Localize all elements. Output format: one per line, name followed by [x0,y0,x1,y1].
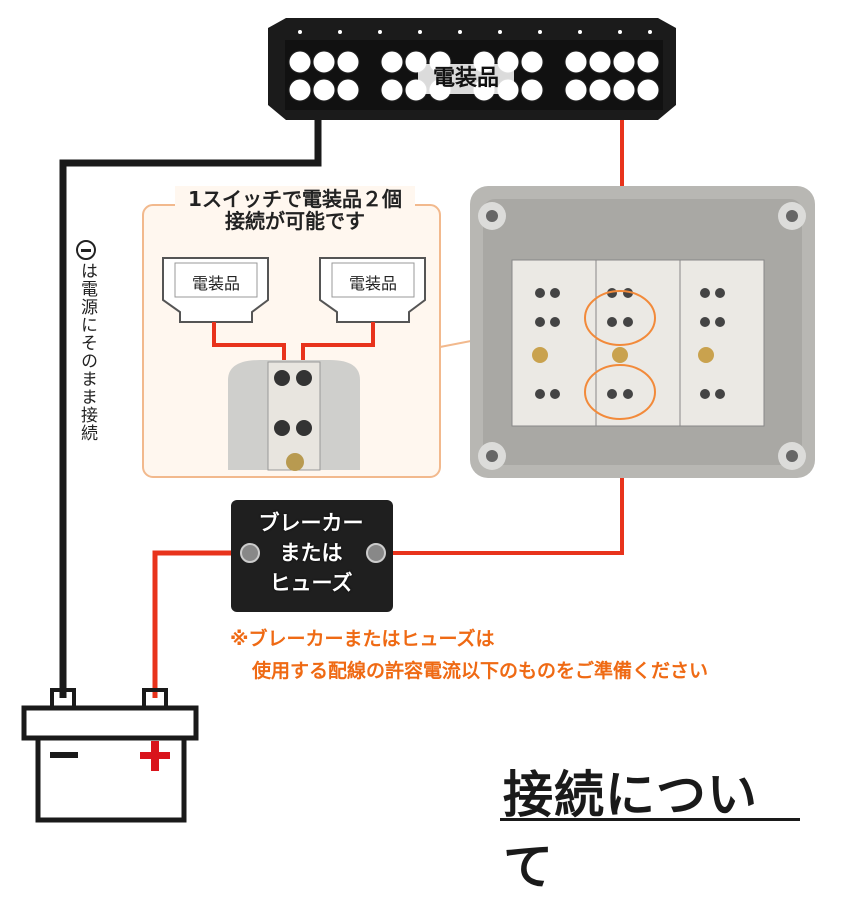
note-line1: ※ブレーカーまたはヒューズは [230,628,495,650]
breaker-label-line3: ヒューズ [269,571,353,595]
ground-note: は電源にそのまま接続 [77,262,97,442]
breaker-label-line1: ブレーカー [258,511,364,535]
lightbar-label: 電装品 [418,64,514,94]
title-underline [500,818,800,821]
minus-icon [76,240,96,260]
breaker-label-line2: または [279,541,343,565]
breaker-label: ブレーカー または ヒューズ [231,508,391,598]
switch-panel [470,186,815,478]
wiring-diagram [21,18,815,823]
black-wire [59,110,322,698]
callout-title-line1: 1スイッチで電装品２個 [188,187,402,211]
page-title: 接続について [503,766,758,896]
breaker [231,500,393,612]
device-right-label: 電装品 [348,274,397,293]
device-left [162,257,269,323]
note-line2: 使用する配線の許容電流以下のものをご準備ください [252,660,709,682]
callout-title: 1スイッチで電装品２個 接続が可能です [150,188,440,232]
terminal-zoom [228,360,360,471]
battery-minus-sign [50,752,78,758]
callout-title-line2: 接続が可能です [225,209,365,233]
device-left-label: 電装品 [191,274,240,293]
red-wire-breaker-battery [152,550,243,698]
battery [21,688,199,823]
battery-plus-sign-v [151,741,159,771]
device-right [319,257,426,323]
